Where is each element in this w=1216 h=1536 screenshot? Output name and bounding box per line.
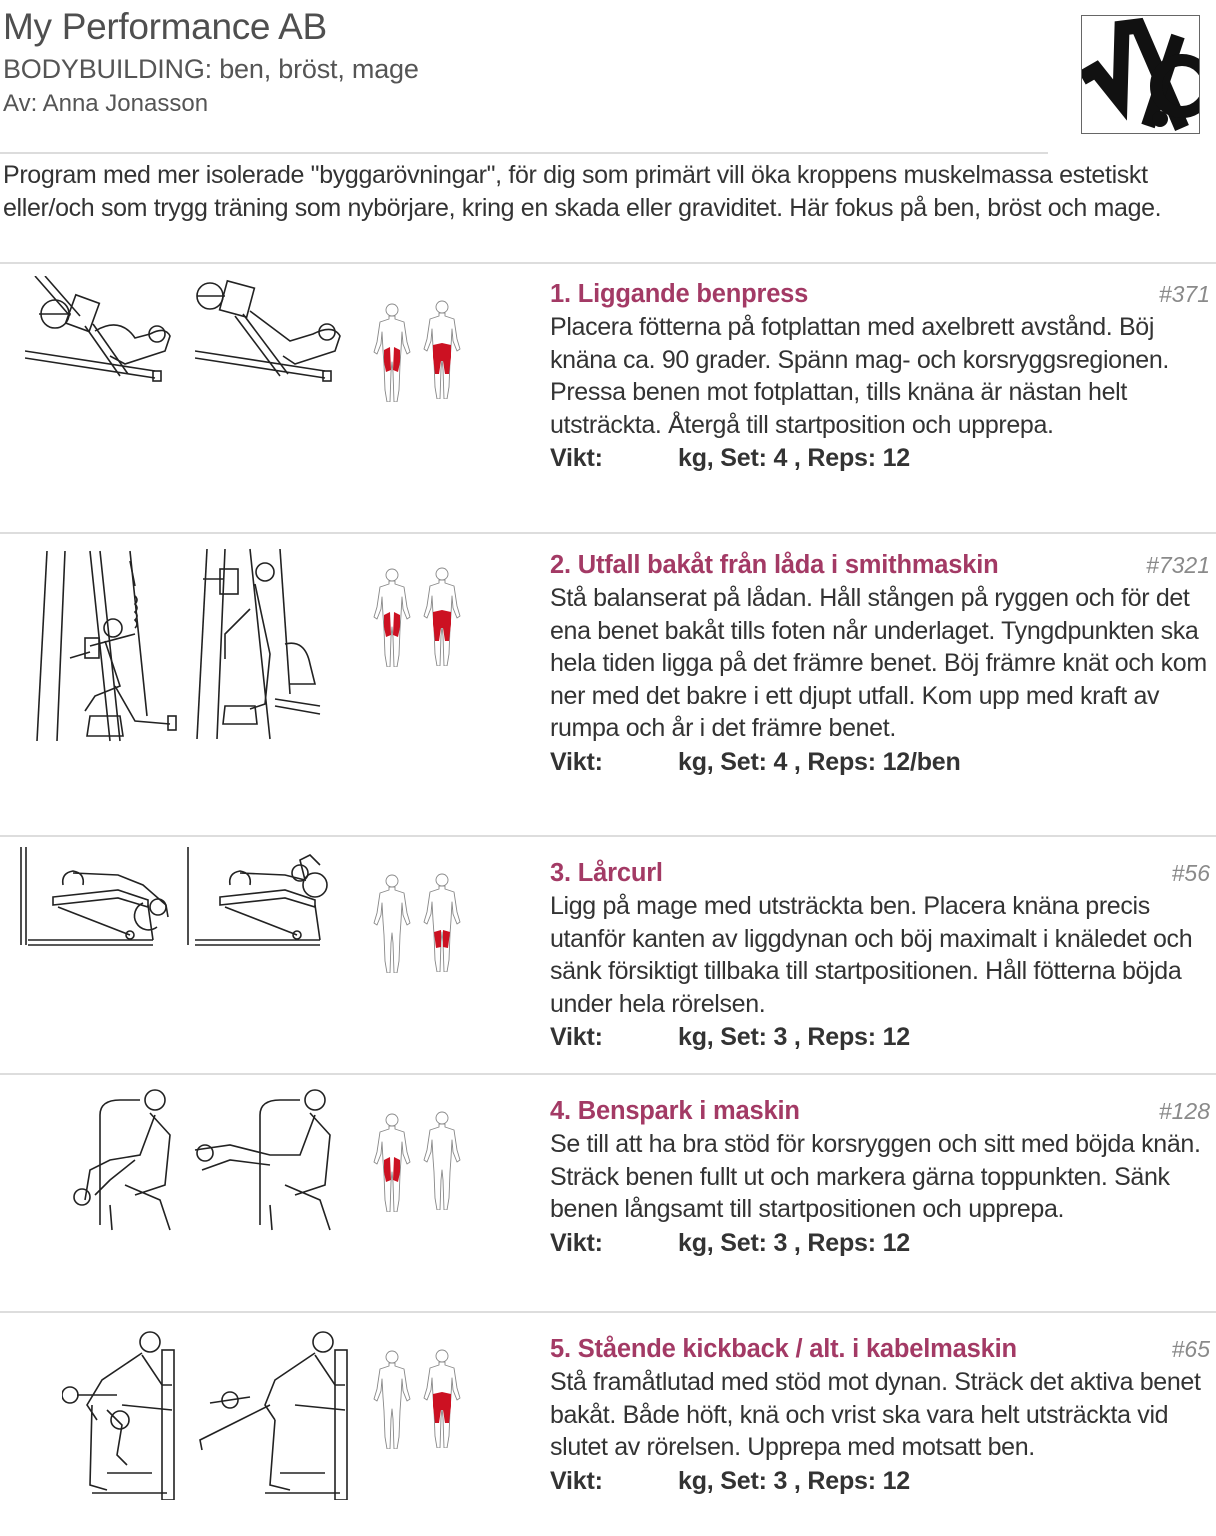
weight-label: Vikt: xyxy=(550,444,603,473)
exercise-details: 4. Benspark i maskin #128 Se till att ha… xyxy=(550,1095,1210,1260)
exercise-item: 4. Benspark i maskin #128 Se till att ha… xyxy=(0,1073,1216,1311)
exercise-illustration xyxy=(0,1313,540,1536)
leg-extension-end-icon xyxy=(194,1089,331,1231)
weight-label: Vikt: xyxy=(550,1023,603,1052)
exercise-title: 3. Lårcurl xyxy=(550,859,663,887)
exercise-title: 2. Utfall bakåt från låda i smithmaskin xyxy=(550,551,999,579)
exercise-stats: Vikt: kg, Set: 3 , Reps: 12 xyxy=(550,1464,1210,1498)
exercise-id: #56 xyxy=(1171,860,1210,886)
smith-lunge-end-icon xyxy=(196,548,321,740)
exercise-illustration xyxy=(0,1075,540,1311)
exercise-description: Stå balanserat på lådan. Håll stången på… xyxy=(550,584,1207,743)
exercise-id: #65 xyxy=(1171,1336,1210,1362)
sets-reps: kg, Set: 3 , Reps: 12 xyxy=(678,1466,910,1495)
exercise-details: 3. Lårcurl #56 Ligg på mage med utsträck… xyxy=(550,857,1210,1054)
exercise-item: 5. Stående kickback / alt. i kabelmaskin… xyxy=(0,1311,1216,1536)
leg-curl-start-icon xyxy=(20,847,169,946)
muscle-map-front-icon xyxy=(373,303,411,402)
exercise-details: 1. Liggande benpress #371 Placera fötter… xyxy=(550,278,1210,475)
kickback-end-icon xyxy=(199,1331,348,1500)
exercise-illustration xyxy=(0,534,540,835)
weight-label: Vikt: xyxy=(550,1466,603,1495)
muscle-map-back-icon xyxy=(423,1349,461,1448)
exercise-description: Ligg på mage med utsträckta ben. Placera… xyxy=(550,892,1193,1018)
exercise-item: 2. Utfall bakåt från låda i smithmaskin … xyxy=(0,532,1216,835)
exercise-stats: Vikt: kg, Set: 3 , Reps: 12 xyxy=(550,1020,1210,1054)
exercise-description: Se till att ha bra stöd för korsryggen o… xyxy=(550,1130,1201,1224)
muscle-map-front-icon xyxy=(373,568,411,667)
exercise-title: 4. Benspark i maskin xyxy=(550,1097,800,1125)
exercise-illustration xyxy=(0,264,540,532)
muscle-map-front-icon xyxy=(373,1113,411,1212)
exercise-details: 2. Utfall bakåt från låda i smithmaskin … xyxy=(550,549,1210,779)
weight-label: Vikt: xyxy=(550,1228,603,1257)
leg-extension-start-icon xyxy=(73,1089,171,1231)
exercise-id: #371 xyxy=(1158,281,1210,307)
company-name: My Performance AB xyxy=(3,6,327,47)
exercise-illustration xyxy=(0,837,540,1073)
weight-label: Vikt: xyxy=(550,747,603,776)
sets-reps: kg, Set: 4 , Reps: 12 xyxy=(678,444,910,473)
muscle-map-back-icon xyxy=(423,1111,461,1210)
muscle-map-back-icon xyxy=(423,300,461,399)
muscle-map-back-icon xyxy=(423,873,461,972)
muscle-map-front-icon xyxy=(373,874,411,973)
sets-reps: kg, Set: 4 , Reps: 12/ben xyxy=(678,747,961,776)
exercise-details: 5. Stående kickback / alt. i kabelmaskin… xyxy=(550,1333,1210,1498)
exercise-stats: Vikt: kg, Set: 4 , Reps: 12 xyxy=(550,441,1210,475)
kickback-start-icon xyxy=(62,1331,175,1500)
muscle-map-front-icon xyxy=(373,1350,411,1449)
leg-press-start-icon xyxy=(25,276,171,382)
exercise-title: 5. Stående kickback / alt. i kabelmaskin xyxy=(550,1335,1017,1363)
exercise-description: Placera fötterna på fotplattan med axelb… xyxy=(550,313,1169,439)
exercise-id: #128 xyxy=(1158,1098,1210,1124)
sets-reps: kg, Set: 3 , Reps: 12 xyxy=(678,1228,910,1257)
leg-press-end-icon xyxy=(195,279,341,382)
smith-lunge-start-icon xyxy=(36,550,177,742)
exercise-description: Stå framåtlutad med stöd mot dynan. Strä… xyxy=(550,1368,1201,1462)
program-intro: Program med mer isolerade "byggarövninga… xyxy=(3,161,1162,222)
page-header: My Performance AB BODYBUILDING: ben, brö… xyxy=(0,0,1216,150)
author-line: Av: Anna Jonasson xyxy=(3,90,209,117)
exercise-title: 1. Liggande benpress xyxy=(550,280,809,308)
exercise-stats: Vikt: kg, Set: 3 , Reps: 12 xyxy=(550,1226,1210,1260)
exercise-item: 1. Liggande benpress #371 Placera fötter… xyxy=(0,262,1216,532)
mp-logo-icon xyxy=(1081,15,1200,134)
exercise-id: #7321 xyxy=(1146,552,1210,578)
exercise-stats: Vikt: kg, Set: 4 , Reps: 12/ben xyxy=(550,745,1210,779)
muscle-map-back-icon xyxy=(423,567,461,666)
program-subtitle: BODYBUILDING: ben, bröst, mage xyxy=(3,54,419,84)
leg-curl-end-icon xyxy=(187,847,328,946)
exercise-item: 3. Lårcurl #56 Ligg på mage med utsträck… xyxy=(0,835,1216,1073)
header-divider xyxy=(0,152,1048,154)
sets-reps: kg, Set: 3 , Reps: 12 xyxy=(678,1023,910,1052)
